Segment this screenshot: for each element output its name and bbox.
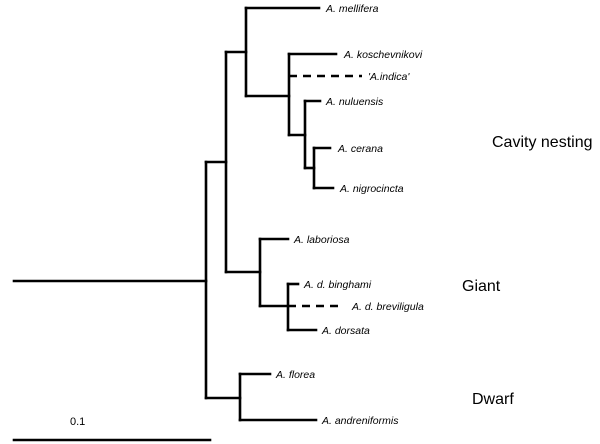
taxon-label-koschevnikovi: A. koschevnikovi <box>343 49 423 61</box>
taxon-label-nigrocincta: A. nigrocincta <box>339 183 404 195</box>
scale-bar: 0.1 <box>12 416 212 442</box>
taxon-label-dorsata: A. dorsata <box>321 325 370 337</box>
group-label-giant: Giant <box>462 278 501 295</box>
taxon-label-binghami: A. d. binghami <box>303 279 372 291</box>
taxon-label-laboriosa: A. laboriosa <box>293 234 350 246</box>
group-label-dwarf: Dwarf <box>472 391 514 408</box>
tree-branches <box>12 6 362 422</box>
taxon-label-florea: A. florea <box>275 369 315 381</box>
taxon-label-mellifera: A. mellifera <box>325 3 379 15</box>
taxon-label-nuluensis: A. nuluensis <box>325 96 384 108</box>
taxon-label-indica: 'A.indica' <box>368 71 410 83</box>
taxon-label-cerana: A. cerana <box>337 143 383 155</box>
group-label-cavity-nesting: Cavity nesting <box>492 134 593 151</box>
group-labels: Cavity nesting Giant Dwarf <box>462 134 593 408</box>
scale-bar-label: 0.1 <box>70 416 85 428</box>
taxon-label-andreniformis: A. andreniformis <box>321 415 399 427</box>
taxon-label-breviligula: A. d. breviligula <box>351 301 424 313</box>
taxon-labels: A. mellifera A. koschevnikovi 'A.indica'… <box>275 3 424 427</box>
